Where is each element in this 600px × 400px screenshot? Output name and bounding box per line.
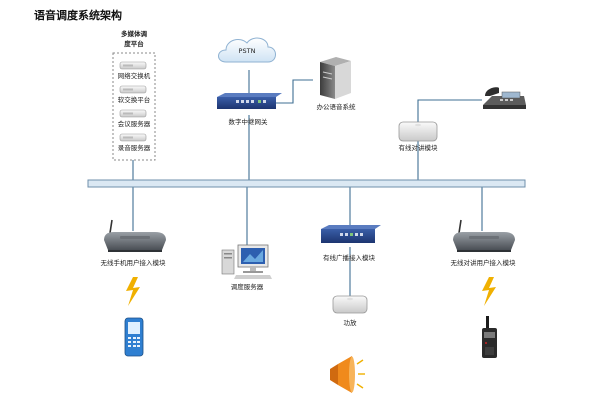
amplifier-label: 功放 [343, 319, 357, 327]
platform-title-line1: 多媒体调 [121, 30, 147, 38]
platform-item-switch: 网络交换机 [117, 72, 151, 80]
office-system-label: 办公语音系统 [316, 103, 356, 111]
gateway-label: 数字中继网关 [228, 118, 268, 126]
wireless-phone-access-label: 无线手机用户接入模块 [100, 259, 166, 267]
platform-item-conference: 会议服务器 [117, 120, 151, 128]
wireless-signal-left-icon [126, 277, 140, 306]
server-tower-icon [320, 57, 351, 99]
broadcast-switch-icon [321, 225, 381, 243]
softswitch-unit-icon [119, 85, 147, 94]
gateway-switch-icon [217, 93, 282, 109]
platform-box [112, 52, 156, 161]
wireless-intercom-router-icon [453, 219, 515, 252]
pstn-label: PSTN [238, 47, 256, 55]
connection-lines [132, 70, 483, 296]
wireless-router-icon [104, 219, 166, 252]
switch-unit-icon [119, 61, 147, 70]
platform-title-line2: 度平台 [124, 40, 144, 48]
dispatch-server-label: 调度服务器 [230, 283, 264, 291]
wired-intercom-module-icon [398, 121, 438, 142]
cloud-icon [218, 37, 276, 63]
wireless-signal-right-icon [482, 277, 496, 306]
network-bus [87, 179, 526, 188]
conference-unit-icon [119, 109, 147, 118]
walkie-talkie-icon [482, 316, 497, 358]
platform-item-recording: 录音服务器 [117, 144, 151, 152]
recording-unit-icon [119, 133, 147, 142]
wireless-intercom-access-label: 无线对讲用户接入模块 [450, 259, 516, 267]
desk-phone-icon [483, 87, 526, 109]
platform-item-softswitch: 软交换平台 [117, 96, 151, 104]
wired-intercom-label: 有线对讲模块 [398, 144, 438, 152]
desktop-computer-icon [221, 244, 272, 279]
diagram-title: 语音调度系统架构 [34, 9, 122, 22]
mobile-phone-icon [124, 317, 144, 357]
platform-server-icons [119, 61, 147, 142]
horn-speaker-icon [330, 356, 365, 393]
link-wired-intercom-phone [417, 99, 482, 122]
wired-broadcast-label: 有线广播接入模块 [323, 254, 375, 262]
amplifier-icon [332, 295, 368, 314]
link-gateway-office [270, 79, 313, 104]
